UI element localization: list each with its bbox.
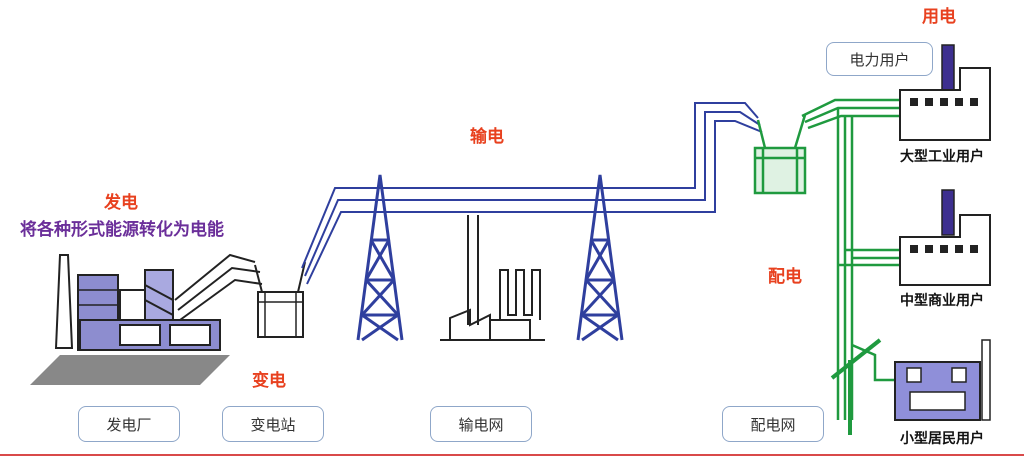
- medium-commercial-user-label: 中型商业用户: [900, 293, 984, 309]
- transmission-lines: [301, 102, 763, 285]
- transmission-tower-1: [356, 174, 404, 342]
- power-plant-illustration: [30, 253, 263, 385]
- substation-box: 变电站: [222, 406, 324, 442]
- distribution-title: 配电: [768, 267, 802, 287]
- large-industrial-building: [899, 44, 991, 141]
- large-industrial-user-label: 大型工业用户: [900, 149, 984, 165]
- transmission-tower-2: [576, 174, 624, 342]
- bottom-divider: [0, 454, 1024, 456]
- plant-shadow: [30, 355, 230, 385]
- step-down-transformer: [753, 114, 807, 195]
- factory-icon: [440, 215, 545, 341]
- power-users-box: 电力用户: [826, 42, 933, 76]
- transformation-title: 变电: [252, 371, 286, 391]
- power-plant-box: 发电厂: [78, 406, 180, 442]
- step-up-transformer: [254, 261, 306, 338]
- transmission-grid-box: 输电网: [430, 406, 532, 442]
- generation-title: 发电: [104, 193, 138, 213]
- transmission-title: 输电: [470, 127, 504, 147]
- consumption-title: 用电: [922, 7, 956, 27]
- generation-description: 将各种形式能源转化为电能: [20, 220, 224, 240]
- chimney: [54, 254, 74, 349]
- medium-commercial-building: [899, 189, 991, 286]
- small-residential-user-label: 小型居民用户: [900, 431, 984, 447]
- distribution-grid-box: 配电网: [722, 406, 824, 442]
- distribution-lines: [801, 98, 900, 435]
- small-residential-building: [894, 339, 991, 421]
